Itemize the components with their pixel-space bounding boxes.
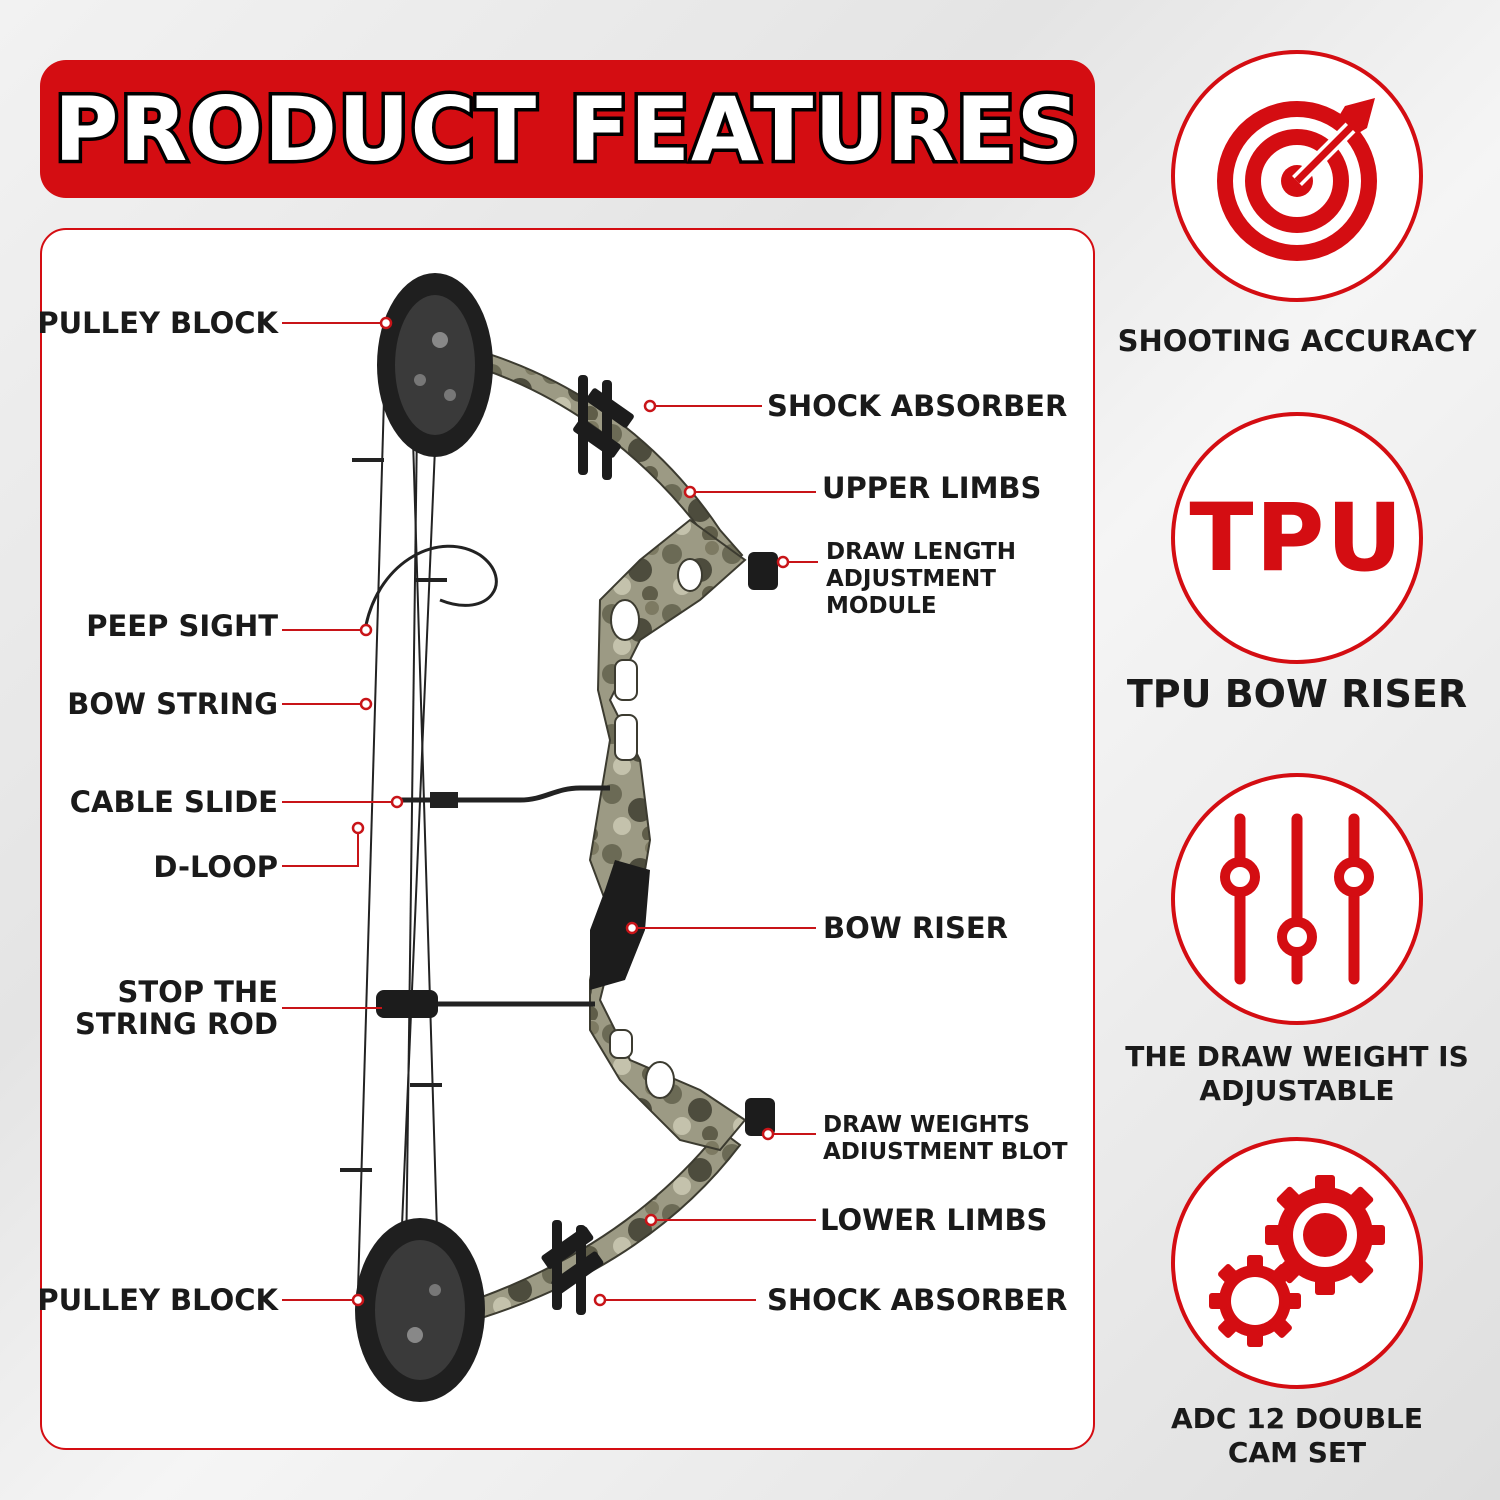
label-stop-string-rod-line2: STRING ROD xyxy=(74,1007,278,1041)
feature-circle-draw-weight xyxy=(1171,773,1423,1025)
label-upper-limbs: UPPER LIMBS xyxy=(822,471,1042,505)
sliders-icon xyxy=(1220,813,1374,985)
label-pulley-block-bottom: PULLEY BLOCK xyxy=(37,1283,278,1317)
tpu-text-icon: TPU xyxy=(1189,483,1405,593)
label-pulley-block-top: PULLEY BLOCK xyxy=(37,306,278,340)
page-title: PRODUCT FEATURES xyxy=(50,74,1083,184)
label-draw-length-line1: DRAW LENGTH xyxy=(826,539,1016,565)
cable-slide-rod xyxy=(395,785,610,803)
lower-shock-absorber xyxy=(541,1220,604,1315)
label-stop-string-rod: STOP THE STRING ROD xyxy=(75,976,278,1040)
riser-cutouts xyxy=(609,558,703,1099)
label-draw-weights-line2: ADIUSTMENT BLOT xyxy=(823,1139,1068,1165)
leader-dots-right xyxy=(593,399,790,1307)
target-arrow-icon xyxy=(1217,98,1377,261)
peep-sight-tube xyxy=(364,544,498,626)
feature-circle-cam-set xyxy=(1171,1137,1423,1389)
bow-strings xyxy=(357,329,441,1341)
feature-circle-accuracy xyxy=(1171,50,1423,302)
label-d-loop: D-LOOP xyxy=(153,850,278,884)
label-draw-weights-line1: DRAW WEIGHTS xyxy=(823,1112,1030,1138)
label-shock-absorber-top: SHOCK ABSORBER xyxy=(767,389,1068,423)
feature-circle-tpu: TPU xyxy=(1171,412,1423,664)
upper-shock-absorber xyxy=(573,375,634,480)
feature-label-draw-weight-line1: THE DRAW WEIGHT IS xyxy=(1125,1040,1469,1073)
upper-limb-pocket xyxy=(748,552,778,590)
string-silencers xyxy=(340,458,447,1172)
label-lower-limbs: LOWER LIMBS xyxy=(820,1203,1048,1237)
bow-riser-shape xyxy=(588,518,747,1152)
label-draw-length-line2: ADJUSTMENT xyxy=(826,566,996,592)
bow-grip xyxy=(590,860,650,990)
feature-label-tpu: TPU BOW RISER xyxy=(1126,672,1468,716)
feature-label-draw-weight-line2: ADJUSTABLE xyxy=(1199,1074,1395,1107)
feature-label-cam-set: ADC 12 DOUBLE CAM SET xyxy=(1110,1402,1484,1470)
label-draw-length-line3: MODULE xyxy=(826,593,937,619)
lower-limb-pocket xyxy=(745,1098,775,1136)
feature-label-draw-weight: THE DRAW WEIGHT IS ADJUSTABLE xyxy=(1110,1040,1484,1108)
label-draw-length-module: DRAW LENGTH ADJUSTMENT MODULE xyxy=(826,539,1016,620)
label-draw-weights-blot: DRAW WEIGHTS ADIUSTMENT BLOT xyxy=(823,1112,1068,1166)
label-peep-sight: PEEP SIGHT xyxy=(86,609,278,643)
leader-lines-right xyxy=(600,405,818,1301)
feature-label-cam-set-line2: CAM SET xyxy=(1227,1436,1367,1469)
leader-lines-left xyxy=(282,322,397,1301)
label-bow-string: BOW STRING xyxy=(67,687,278,721)
label-shock-absorber-bottom: SHOCK ABSORBER xyxy=(767,1283,1068,1317)
label-cable-slide: CABLE SLIDE xyxy=(69,785,278,819)
upper-cam xyxy=(377,273,493,457)
header-banner: PRODUCT FEATURES xyxy=(40,60,1095,198)
label-stop-string-rod-line1: STOP THE xyxy=(117,975,278,1009)
feature-label-cam-set-line1: ADC 12 DOUBLE xyxy=(1170,1402,1423,1435)
stop-string-damper xyxy=(376,990,438,1018)
label-bow-riser: BOW RISER xyxy=(823,911,1008,945)
gears-icon xyxy=(1209,1175,1385,1347)
leader-dots-left xyxy=(351,316,404,1307)
lower-cam xyxy=(355,1218,485,1402)
feature-label-accuracy: SHOOTING ACCURACY xyxy=(1117,324,1477,358)
